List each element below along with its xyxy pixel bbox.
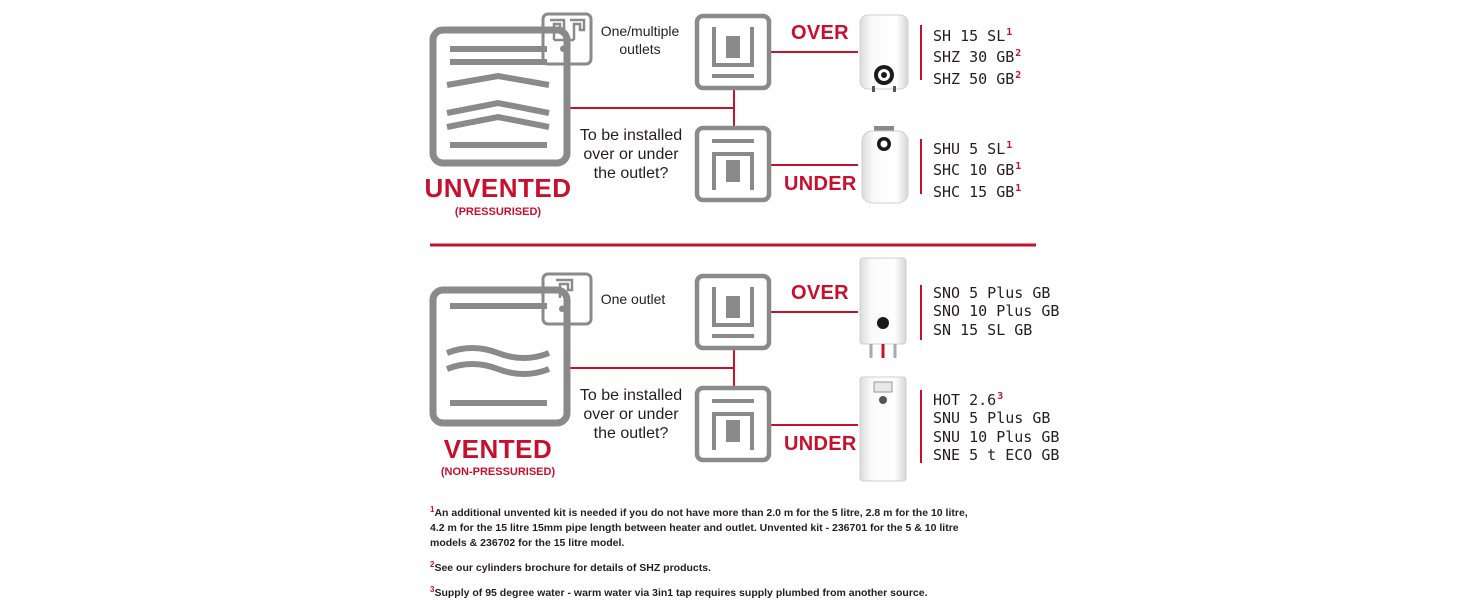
footnotes: 1An additional unvented kit is needed if… — [430, 502, 970, 607]
model-name: SN 15 SL GB — [933, 320, 1033, 339]
under-sink-icon — [694, 385, 772, 463]
model-item: SNU 5 Plus GB — [933, 409, 1059, 427]
model-item: SNO 5 Plus GB — [933, 284, 1059, 302]
model-name: SHC 10 GB — [933, 161, 1015, 180]
model-item: SH 15 SL1 — [933, 24, 1021, 45]
over-label: OVER — [791, 22, 849, 44]
model-item: SHU 5 SL1 — [933, 137, 1021, 158]
under-sink-icon — [694, 125, 772, 203]
model-name: SHC 15 GB — [933, 182, 1015, 201]
under-label: UNDER — [784, 433, 857, 455]
single-tap-icon — [541, 272, 593, 326]
model-name: SH 15 SL — [933, 27, 1006, 45]
model-item: HOT 2.63 — [933, 388, 1059, 409]
footnote-text: Supply of 95 degree water - warm water v… — [434, 587, 928, 599]
model-footnote-ref: 1 — [1015, 182, 1022, 194]
footnote-number: 3 — [430, 585, 435, 594]
type-label: VENTED — [443, 434, 553, 464]
footnote: 3Supply of 95 degree water - warm water … — [430, 582, 970, 601]
model-item: SN 15 SL GB — [933, 321, 1059, 339]
install-question: To be installed over or under the outlet… — [579, 127, 683, 182]
model-name: SNE 5 t ECO GB — [933, 445, 1060, 464]
connector-lines-vented — [569, 285, 922, 463]
model-item: SNU 10 Plus GB — [933, 428, 1059, 446]
model-item: SHZ 50 GB2 — [933, 67, 1021, 88]
model-footnote-ref: 1 — [1006, 140, 1013, 151]
model-footnote-ref: 3 — [997, 391, 1004, 402]
over-label: OVER — [791, 282, 849, 304]
footnote: 1An additional unvented kit is needed if… — [430, 502, 970, 551]
footnote: 2See our cylinders brochure for details … — [430, 557, 970, 576]
model-item: SNO 10 Plus GB — [933, 302, 1059, 320]
type-sublabel: (PRESSURISED) — [454, 206, 542, 218]
water-heater-product — [859, 257, 907, 358]
footnote-number: 1 — [430, 505, 435, 514]
model-item: SHZ 30 GB2 — [933, 45, 1021, 66]
model-name: SNO 5 Plus GB — [933, 284, 1051, 302]
model-name: SNU 5 Plus GB — [933, 409, 1051, 428]
model-name: SHZ 30 GB — [933, 48, 1015, 67]
water-heater-product — [859, 376, 907, 482]
footnote-text: An additional unvented kit is needed if … — [430, 507, 968, 549]
over-sink-icon — [694, 273, 772, 351]
model-name: SNO 10 Plus GB — [933, 302, 1060, 321]
vented-tank-icon — [429, 286, 571, 427]
outlet-label: One/multiple outlets — [600, 23, 680, 57]
footnote-text: See our cylinders brochure for details o… — [434, 562, 712, 574]
model-footnote-ref: 2 — [1015, 48, 1022, 60]
model-name: SHU 5 SL — [933, 140, 1006, 158]
type-sublabel: (NON-PRESSURISED) — [440, 466, 556, 478]
connector-lines-unvented — [569, 25, 922, 194]
unvented-tank-icon — [429, 26, 571, 167]
model-item: SHC 15 GB1 — [933, 180, 1021, 201]
over-sink-icon — [694, 13, 772, 91]
water-heater-product — [859, 14, 909, 92]
model-name: HOT 2.6 — [933, 391, 997, 409]
multi-tap-icon — [541, 12, 593, 66]
model-footnote-ref: 1 — [1015, 161, 1022, 173]
model-name: SHZ 50 GB — [933, 69, 1015, 88]
under-label: UNDER — [784, 173, 857, 195]
model-footnote-ref: 2 — [1015, 69, 1022, 81]
type-label: UNVENTED — [424, 173, 572, 203]
model-item: SHC 10 GB1 — [933, 158, 1021, 179]
outlet-label: One outlet — [600, 291, 666, 307]
model-name: SNU 10 Plus GB — [933, 427, 1060, 446]
model-footnote-ref: 1 — [1006, 27, 1013, 38]
footnote-number: 2 — [430, 560, 435, 569]
water-heater-product — [861, 126, 909, 204]
model-item: SNE 5 t ECO GB — [933, 446, 1059, 464]
install-question: To be installed over or under the outlet… — [579, 387, 683, 442]
